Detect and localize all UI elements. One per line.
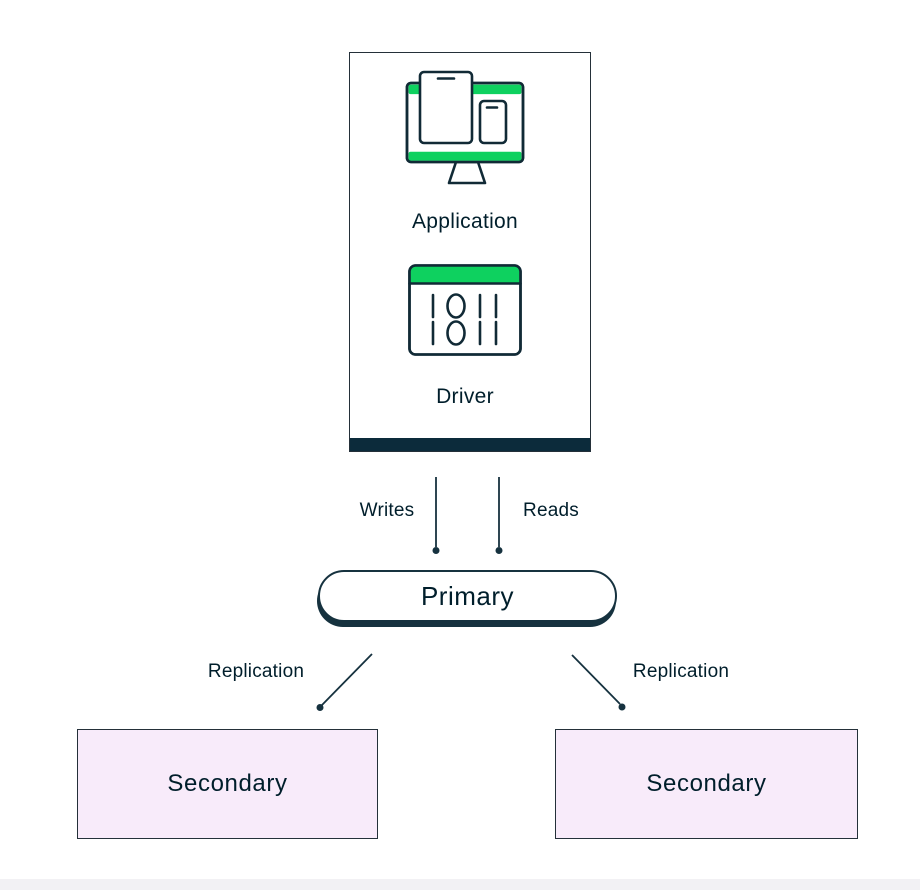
phone — [478, 99, 508, 145]
secondary-left-label: Secondary — [167, 770, 288, 797]
binary-row-2 — [431, 320, 498, 346]
application-label: Application — [411, 210, 519, 233]
client-box-footer-bar — [350, 438, 590, 451]
writes-arrow — [432, 477, 440, 554]
replication-arrow-left — [316, 653, 373, 711]
binary-row-1 — [431, 293, 498, 319]
primary-label: Primary — [420, 580, 515, 611]
secondary-right-label: Secondary — [646, 770, 767, 797]
replication-arrow-right — [571, 654, 626, 711]
driver-label: Driver — [436, 385, 494, 408]
reads-label: Reads — [523, 500, 579, 521]
replication-arrows — [316, 653, 626, 711]
replication-right-label: Replication — [632, 661, 730, 682]
secondary-node-left: Secondary — [77, 729, 378, 839]
primary-node: Primary — [318, 570, 617, 622]
replication-left-label: Replication — [207, 661, 305, 682]
monitor-stand — [447, 160, 487, 185]
read-write-arrows — [432, 477, 503, 554]
writes-label: Writes — [359, 500, 415, 521]
driver-binary-table-icon — [408, 264, 522, 356]
application-devices-icon — [405, 70, 525, 185]
tablet — [418, 70, 474, 145]
bottom-edge-strip — [0, 879, 920, 890]
secondary-node-right: Secondary — [555, 729, 858, 839]
reads-arrow — [495, 477, 503, 554]
